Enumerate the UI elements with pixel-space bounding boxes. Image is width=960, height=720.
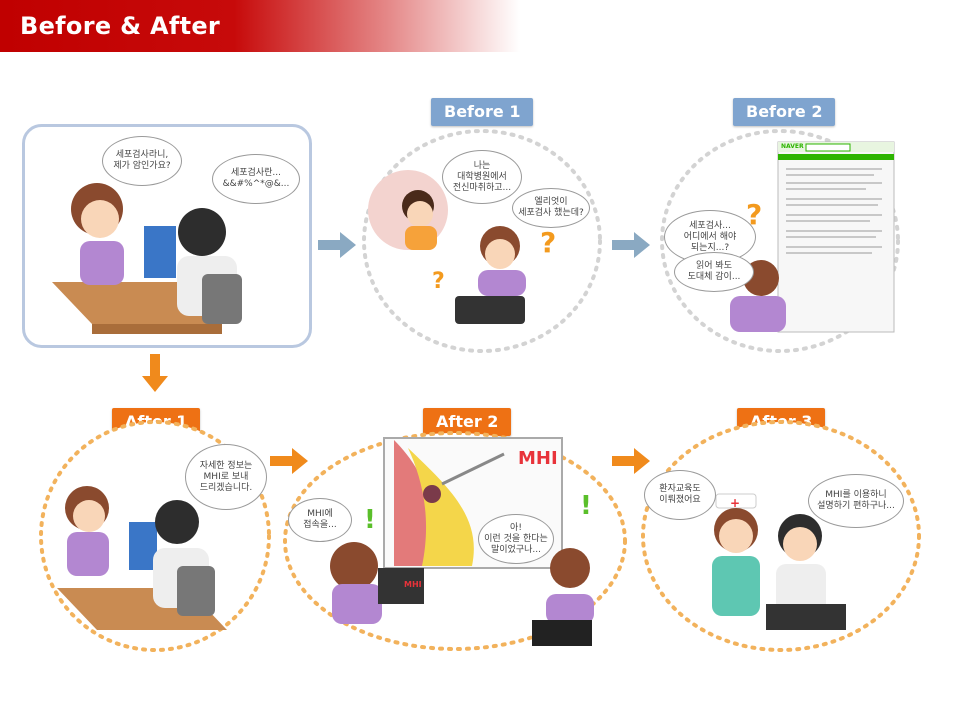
label-before-2: Before 2 <box>733 98 836 126</box>
label-before-1: Before 1 <box>431 98 534 126</box>
svg-text:!: ! <box>364 505 376 535</box>
svg-text:!: ! <box>580 491 592 521</box>
arrow-right-icon <box>270 448 308 474</box>
before-1-illustration: ? ? <box>362 129 602 353</box>
speech-bubble: 세포검사라니,제가 암인가요? <box>102 136 182 186</box>
arrow-right-icon <box>318 232 356 258</box>
arrow-right-icon <box>612 448 650 474</box>
after-2-illustration: ! ! <box>283 431 627 651</box>
svg-text:+: + <box>730 496 740 510</box>
arrow-right-icon <box>612 232 650 258</box>
before-2-illustration: ? <box>660 129 900 353</box>
consultation-panel: 세포검사라니,제가 암인가요? 세포검사란...&&#%^*@&... <box>22 124 312 348</box>
after-3-illustration: + <box>641 420 921 652</box>
arrow-down-icon <box>142 354 168 392</box>
svg-text:?: ? <box>432 269 445 294</box>
speech-bubble: 세포검사란...&&#%^*@&... <box>212 154 300 204</box>
mhi-logo-small: MHI <box>404 580 422 589</box>
mhi-logo: MHI <box>518 448 558 469</box>
header-bar: Before & After <box>0 0 520 52</box>
page-title: Before & After <box>20 12 221 40</box>
naver-logo: NAVER <box>781 143 804 150</box>
svg-text:?: ? <box>540 226 556 259</box>
